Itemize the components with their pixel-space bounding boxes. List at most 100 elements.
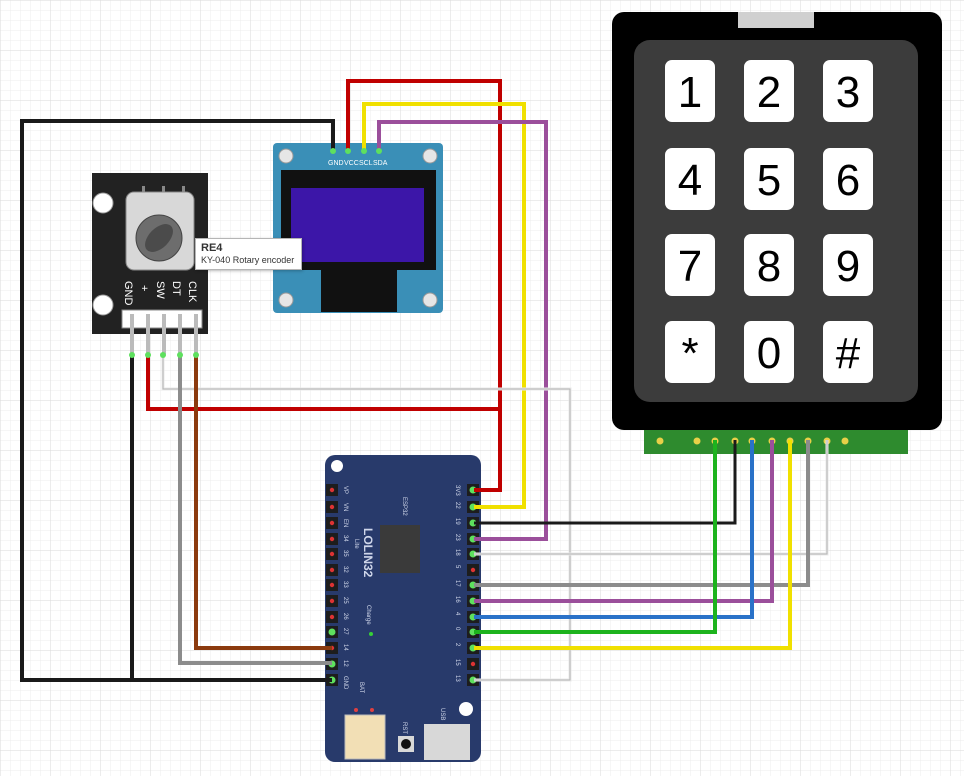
wire-yellow-keypad[interactable] xyxy=(474,440,792,650)
bat-pin xyxy=(354,708,358,712)
encoder-pin-label: SW xyxy=(154,281,166,299)
key-label: 0 xyxy=(757,329,781,378)
wire-red-vcc[interactable] xyxy=(346,79,502,492)
wire-endpoint xyxy=(145,352,151,358)
key-3[interactable]: 3 xyxy=(823,60,873,122)
board-mount-hole xyxy=(331,460,343,472)
board-pin-label: 32 xyxy=(342,566,348,573)
oled-display[interactable]: GND VCC SCL SDA xyxy=(273,143,443,313)
oled-mount-hole xyxy=(422,148,438,164)
encoder-pin-label: DT xyxy=(170,281,182,296)
key-star[interactable]: * xyxy=(665,321,715,383)
key-label: 6 xyxy=(836,156,860,205)
oled-pin-label: VCC xyxy=(344,160,359,167)
bat-label: BAT xyxy=(358,682,364,694)
key-cap xyxy=(744,321,794,383)
board-pin-label: VP xyxy=(342,486,348,494)
wire-purple-keypad[interactable] xyxy=(474,440,774,603)
key-cap xyxy=(665,234,715,296)
board-pin-label: 19 xyxy=(454,518,460,525)
usb-port[interactable] xyxy=(424,724,470,760)
wire-black-keypad[interactable] xyxy=(474,440,737,525)
board-pin-label: 22 xyxy=(454,502,460,509)
encoder-mount-hole-top xyxy=(92,192,114,214)
wire-gray-keypad[interactable] xyxy=(474,440,810,587)
board-pin-pad xyxy=(329,551,335,557)
wire-red-encoder-vcc[interactable] xyxy=(146,355,500,411)
key-2[interactable]: 2 xyxy=(744,60,794,122)
wires xyxy=(20,79,829,682)
board-pin-pad xyxy=(470,661,476,667)
key-label: 3 xyxy=(836,68,860,117)
wire-endpoint xyxy=(330,148,336,154)
keypad-face xyxy=(634,40,918,402)
board-pin-label: EN xyxy=(342,519,348,527)
keypad-pin[interactable] xyxy=(656,437,664,445)
key-7[interactable]: 7 xyxy=(665,234,715,296)
key-6[interactable]: 6 xyxy=(823,148,873,210)
bat-pin xyxy=(370,708,374,712)
key-8[interactable]: 8 xyxy=(744,234,794,296)
keypad-top-tab xyxy=(738,12,814,28)
board-pin-label: 34 xyxy=(342,535,348,542)
rst-label: RST xyxy=(401,722,407,734)
encoder-mount-hole-bottom xyxy=(92,294,114,316)
component-tooltip: RE4 KY-040 Rotary encoder xyxy=(195,238,303,270)
board-pin-pad xyxy=(329,520,335,526)
encoder-pin[interactable] xyxy=(146,314,150,354)
rotary-encoder[interactable]: GND + SW DT CLK xyxy=(92,173,208,354)
esp32-chip xyxy=(380,525,420,573)
board-pin-label: 0 xyxy=(454,627,460,631)
wire-endpoint xyxy=(193,352,199,358)
wire-gray-dt[interactable] xyxy=(178,355,332,665)
board-pin-pad xyxy=(329,567,335,573)
key-cap xyxy=(823,148,873,210)
board-pin-pad xyxy=(469,676,477,684)
wire-endpoint xyxy=(129,352,135,358)
key-1[interactable]: 1 xyxy=(665,60,715,122)
oled-screen xyxy=(291,188,424,262)
board-pin-label: 4 xyxy=(454,612,460,616)
board-pin-label: 17 xyxy=(454,580,460,587)
reset-button-cap xyxy=(401,739,411,749)
key-cap xyxy=(744,234,794,296)
board-sub-label: Lite xyxy=(353,539,359,549)
board-pin-label: 3V3 xyxy=(454,485,460,496)
wire-brown-clk[interactable] xyxy=(194,355,332,650)
key-0[interactable]: 0 xyxy=(744,321,794,383)
key-cap xyxy=(823,60,873,122)
encoder-pin[interactable] xyxy=(162,314,166,354)
board-pin-pad xyxy=(329,582,335,588)
key-4[interactable]: 4 xyxy=(665,148,715,210)
board-pin-label: GND xyxy=(342,676,348,690)
charge-label: Charge xyxy=(365,605,371,625)
keypad-pin[interactable] xyxy=(841,437,849,445)
encoder-pin[interactable] xyxy=(130,314,134,354)
wire-yellow-scl[interactable] xyxy=(362,102,526,509)
esp32-board[interactable]: ESP32 LOLIN32 Lite Charge BAT RST USB VP… xyxy=(325,455,481,762)
wire-black-gnd-oled[interactable] xyxy=(20,119,335,682)
encoder-pin[interactable] xyxy=(178,314,182,354)
key-label: * xyxy=(681,329,698,378)
key-hash[interactable]: # xyxy=(823,321,873,383)
wire-purple-sda[interactable] xyxy=(377,120,548,541)
board-pin-pad xyxy=(329,614,335,620)
key-5[interactable]: 5 xyxy=(744,148,794,210)
encoder-pin[interactable] xyxy=(194,314,198,354)
key-label: 1 xyxy=(678,68,702,117)
wire-green-keypad[interactable] xyxy=(474,440,717,634)
wire-endpoint xyxy=(361,148,367,154)
wire-endpoint xyxy=(376,148,382,154)
key-cap xyxy=(665,148,715,210)
wire-blue-keypad[interactable] xyxy=(474,440,754,619)
key-label: 4 xyxy=(678,156,702,205)
board-pin-label: VN xyxy=(342,503,348,511)
board-pin-pad xyxy=(328,628,336,636)
wire-endpoint xyxy=(345,148,351,154)
key-9[interactable]: 9 xyxy=(823,234,873,296)
keypad-pin[interactable] xyxy=(693,437,701,445)
board-pin-label: 15 xyxy=(454,659,460,666)
key-label: 2 xyxy=(757,68,781,117)
